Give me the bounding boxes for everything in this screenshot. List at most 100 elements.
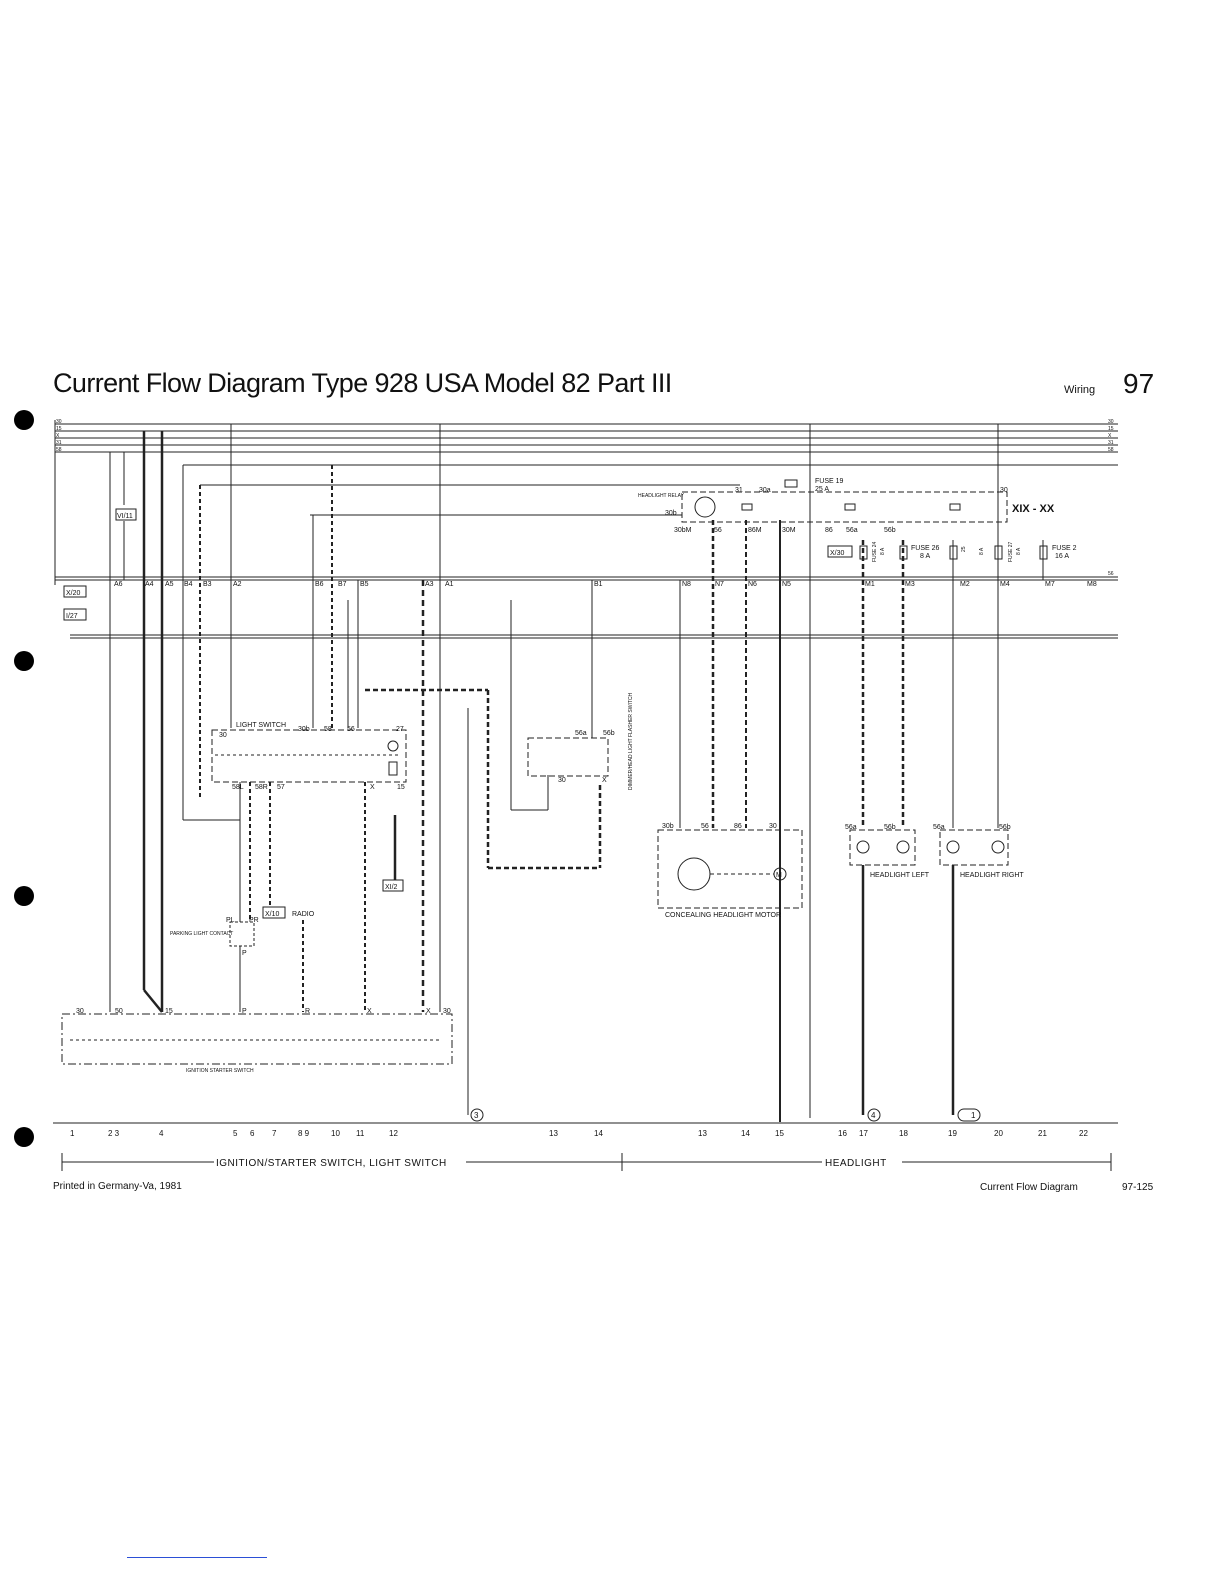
fuse-25-amp: 8 A <box>979 547 985 555</box>
section-label: Wiring <box>1064 384 1096 396</box>
pin-label: PR <box>249 917 259 924</box>
pin-label: R <box>305 1008 310 1015</box>
terminal-label: M3 <box>905 581 915 588</box>
terminal-label: N5 <box>782 581 791 588</box>
headlight-left-label: HEADLIGHT LEFT <box>870 872 930 879</box>
pin-label: 56b <box>603 730 615 737</box>
pin-label: 56a <box>575 730 587 737</box>
binder-hole <box>14 886 34 906</box>
page-title: Current Flow Diagram Type 928 USA Model … <box>53 368 672 398</box>
bus-56-label: 56 <box>1108 571 1114 577</box>
pin-label: 56b <box>999 824 1011 831</box>
ref-x-20: X/20 <box>66 590 81 597</box>
page-number: 97 <box>1123 368 1155 399</box>
bus-label: 58 <box>56 447 62 453</box>
terminal-label: M2 <box>960 581 970 588</box>
bus-label-right: 30 <box>1108 419 1114 425</box>
ground-ref: 4 <box>871 1111 876 1120</box>
section-ignition-light-switch: IGNITION/STARTER SWITCH, LIGHT SWITCH <box>216 1158 447 1169</box>
scan-artifact-line <box>127 1557 267 1558</box>
terminal-label: N8 <box>682 581 691 588</box>
ground-ref: 3 <box>474 1111 479 1120</box>
pin-label: 30 <box>1000 487 1008 494</box>
ref-xix-xx: XIX - XX <box>1012 503 1055 515</box>
pin-label: 30 <box>558 777 566 784</box>
concealing-motor-label: CONCEALING HEADLIGHT MOTOR <box>665 912 781 919</box>
terminal-label: M1 <box>865 581 875 588</box>
pin-label: X <box>602 777 607 784</box>
column-number: 22 <box>1079 1129 1088 1138</box>
column-number: 13 <box>549 1129 558 1138</box>
terminal-label: B3 <box>203 581 212 588</box>
pin-label: PL <box>226 917 235 924</box>
terminal-label: A1 <box>445 581 454 588</box>
pin-label: 86 <box>734 823 742 830</box>
ref-x-30: X/30 <box>830 550 845 557</box>
terminal-label: M4 <box>1000 581 1010 588</box>
ref-vi-11: VI/11 <box>117 513 133 520</box>
pin-label: 56b <box>884 527 896 534</box>
parking-contact-label: PARKING LIGHT CONTACT <box>170 931 233 937</box>
column-number: 11 <box>356 1129 365 1138</box>
pin-label: 56 <box>701 823 709 830</box>
pin-label: 58L <box>232 784 244 791</box>
terminal-label: A5 <box>165 581 174 588</box>
pin-label: 30a <box>759 487 771 494</box>
pin-label: X <box>426 1008 431 1015</box>
pin-label: 30 <box>76 1008 84 1015</box>
terminal-label: A3 <box>425 581 434 588</box>
column-number: 13 <box>698 1129 707 1138</box>
bus-label-right: X <box>1108 433 1112 439</box>
fuse-26-amp: 8 A <box>920 553 930 560</box>
pin-label: P <box>242 950 247 957</box>
pin-label: 30b <box>665 510 677 517</box>
pin-label: 58 <box>324 726 332 733</box>
pin-label: 30b <box>662 823 674 830</box>
fuse-25-label: 25 <box>961 546 967 552</box>
pin-label: 15 <box>397 784 405 791</box>
terminal-label: N6 <box>748 581 757 588</box>
pin-label: 31 <box>735 487 743 494</box>
binder-hole <box>14 1127 34 1147</box>
ignition-switch-label: IGNITION STARTER SWITCH <box>186 1068 254 1074</box>
column-number: 18 <box>899 1129 908 1138</box>
pin-label: 15 <box>165 1008 173 1015</box>
fuse-19-amp: 25 A <box>815 486 829 493</box>
section-headlight: HEADLIGHT <box>825 1158 887 1169</box>
pin-label: X <box>367 1008 372 1015</box>
column-number: 2 3 <box>108 1129 120 1138</box>
ref-x-10: X/10 <box>265 911 280 918</box>
terminal-label: M8 <box>1087 581 1097 588</box>
pin-label: 56b <box>884 824 896 831</box>
bus-label: X <box>56 433 60 439</box>
pin-label: 56a <box>845 824 857 831</box>
pin-label: 56a <box>933 824 945 831</box>
column-number: 14 <box>594 1129 603 1138</box>
bus-label-right: 15 <box>1108 426 1114 432</box>
pin-label: 30b <box>298 726 310 733</box>
headlight-right-label: HEADLIGHT RIGHT <box>960 872 1024 879</box>
printed-note: Printed in Germany-Va, 1981 <box>53 1181 182 1192</box>
pin-label: 30 <box>443 1008 451 1015</box>
pin-label: 57 <box>277 784 285 791</box>
fuse-19-label: FUSE 19 <box>815 478 844 485</box>
pin-label: 56 <box>714 527 722 534</box>
bus-label: 15 <box>56 426 62 432</box>
terminal-label: B5 <box>360 581 369 588</box>
pin-label: 56a <box>846 527 858 534</box>
fuse-24-label: FUSE 24 <box>872 541 878 562</box>
pin-label: 56 <box>347 726 355 733</box>
bus-label: 30 <box>56 419 62 425</box>
pin-label: P <box>242 1008 247 1015</box>
bus-label-right: 58 <box>1108 447 1114 453</box>
terminal-label: B4 <box>184 581 193 588</box>
terminal-label: A6 <box>114 581 123 588</box>
column-number: 6 <box>250 1129 255 1138</box>
pin-label: 58R <box>255 784 268 791</box>
pin-label: 50 <box>115 1008 123 1015</box>
fuse-26-label: FUSE 26 <box>911 545 940 552</box>
column-number: 12 <box>389 1129 398 1138</box>
bus-label-right: 31 <box>1108 440 1114 446</box>
column-number: 14 <box>741 1129 750 1138</box>
